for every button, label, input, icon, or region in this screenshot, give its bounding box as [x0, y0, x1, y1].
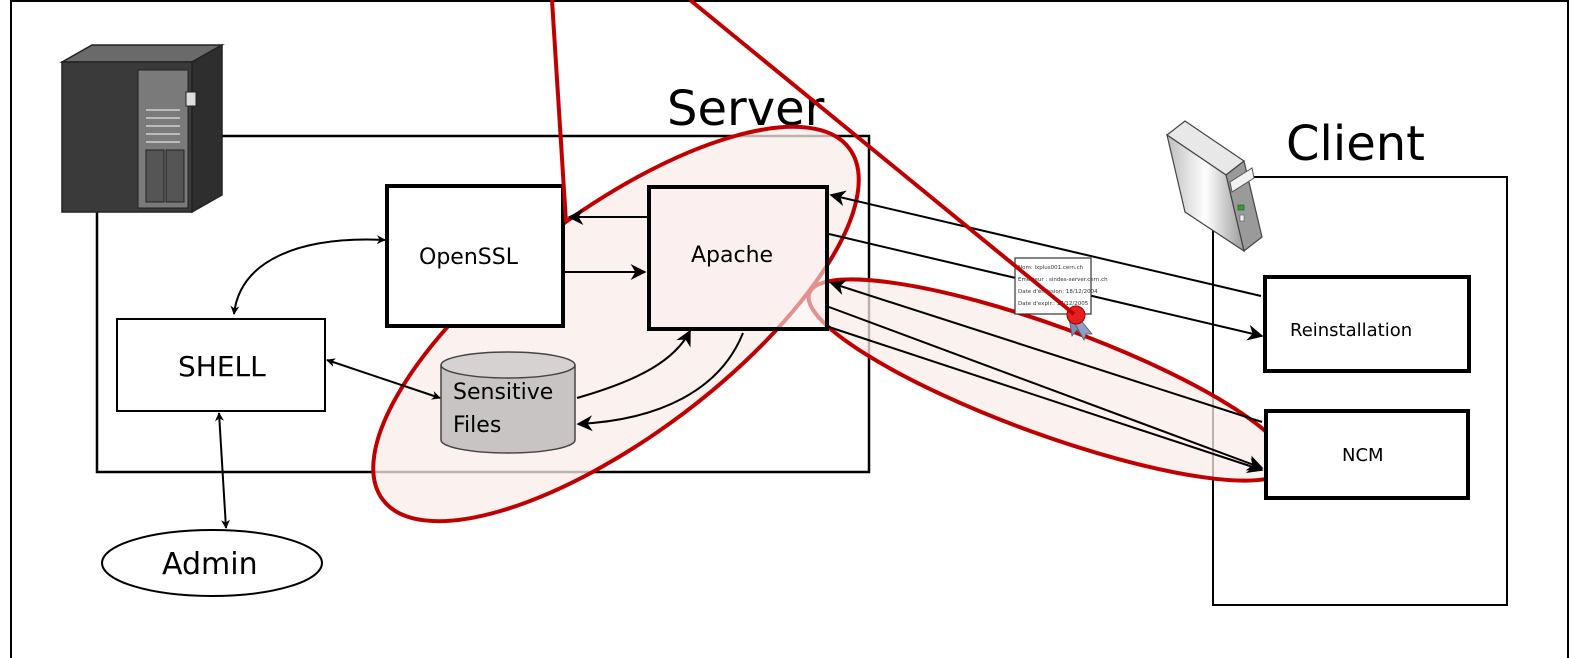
client-container	[1212, 176, 1508, 606]
admin-label: Admin	[162, 547, 258, 582]
certificate-icon: Nom: lxplus001.cern.ch Emetteur : sindes…	[1014, 257, 1108, 341]
reinstallation-box	[1263, 275, 1471, 373]
callout-line-certificate	[688, 0, 1076, 316]
certificate-line-2: Emetteur : sindes-server.cern.ch	[1018, 277, 1108, 283]
arrow-shell-admin	[215, 412, 230, 529]
arrow-apache-ncm-2	[828, 326, 1264, 474]
red-callout-lines	[550, 0, 1076, 316]
apache-box	[647, 185, 829, 331]
sensitive-files-label-1: Sensitive	[453, 380, 553, 405]
reinstallation-label: Reinstallation	[1290, 320, 1412, 341]
ncm-label: NCM	[1342, 445, 1384, 466]
certificate-line-3: Date d'émission: 18/12/2004	[1018, 288, 1098, 295]
shell-box	[116, 318, 326, 412]
arrow-files-apache	[576, 329, 691, 399]
certificate-line-1: Nom: lxplus001.cern.ch	[1018, 265, 1084, 271]
arrow-apache-files	[576, 332, 744, 432]
arrow-ncm-apache	[829, 279, 1263, 423]
arrow-openssl-shell	[230, 235, 386, 315]
ncm-box	[1264, 409, 1470, 500]
certificate-line-4: Date d'expir.: 17/12/2005	[1018, 301, 1089, 307]
internal-arrows	[215, 209, 744, 529]
client-tower-icon	[1165, 120, 1263, 253]
arrow-apache-ncm-1	[828, 306, 1264, 471]
callout-line-openssl	[550, 0, 568, 223]
client-title: Client	[1286, 116, 1425, 172]
sensitive-files-cylinder	[440, 351, 576, 454]
shell-label: SHELL	[178, 350, 266, 383]
admin-ellipse	[101, 529, 323, 597]
server-tower-icon	[59, 43, 225, 214]
arrow-shell-files	[326, 358, 441, 400]
openssl-box	[385, 184, 565, 328]
diagram-frame	[10, 0, 1569, 658]
sensitive-files-label-2: Files	[453, 413, 501, 438]
openssl-label: OpenSSL	[419, 245, 519, 270]
arrow-reinstall-apache	[829, 190, 1262, 297]
apache-label: Apache	[691, 243, 773, 268]
